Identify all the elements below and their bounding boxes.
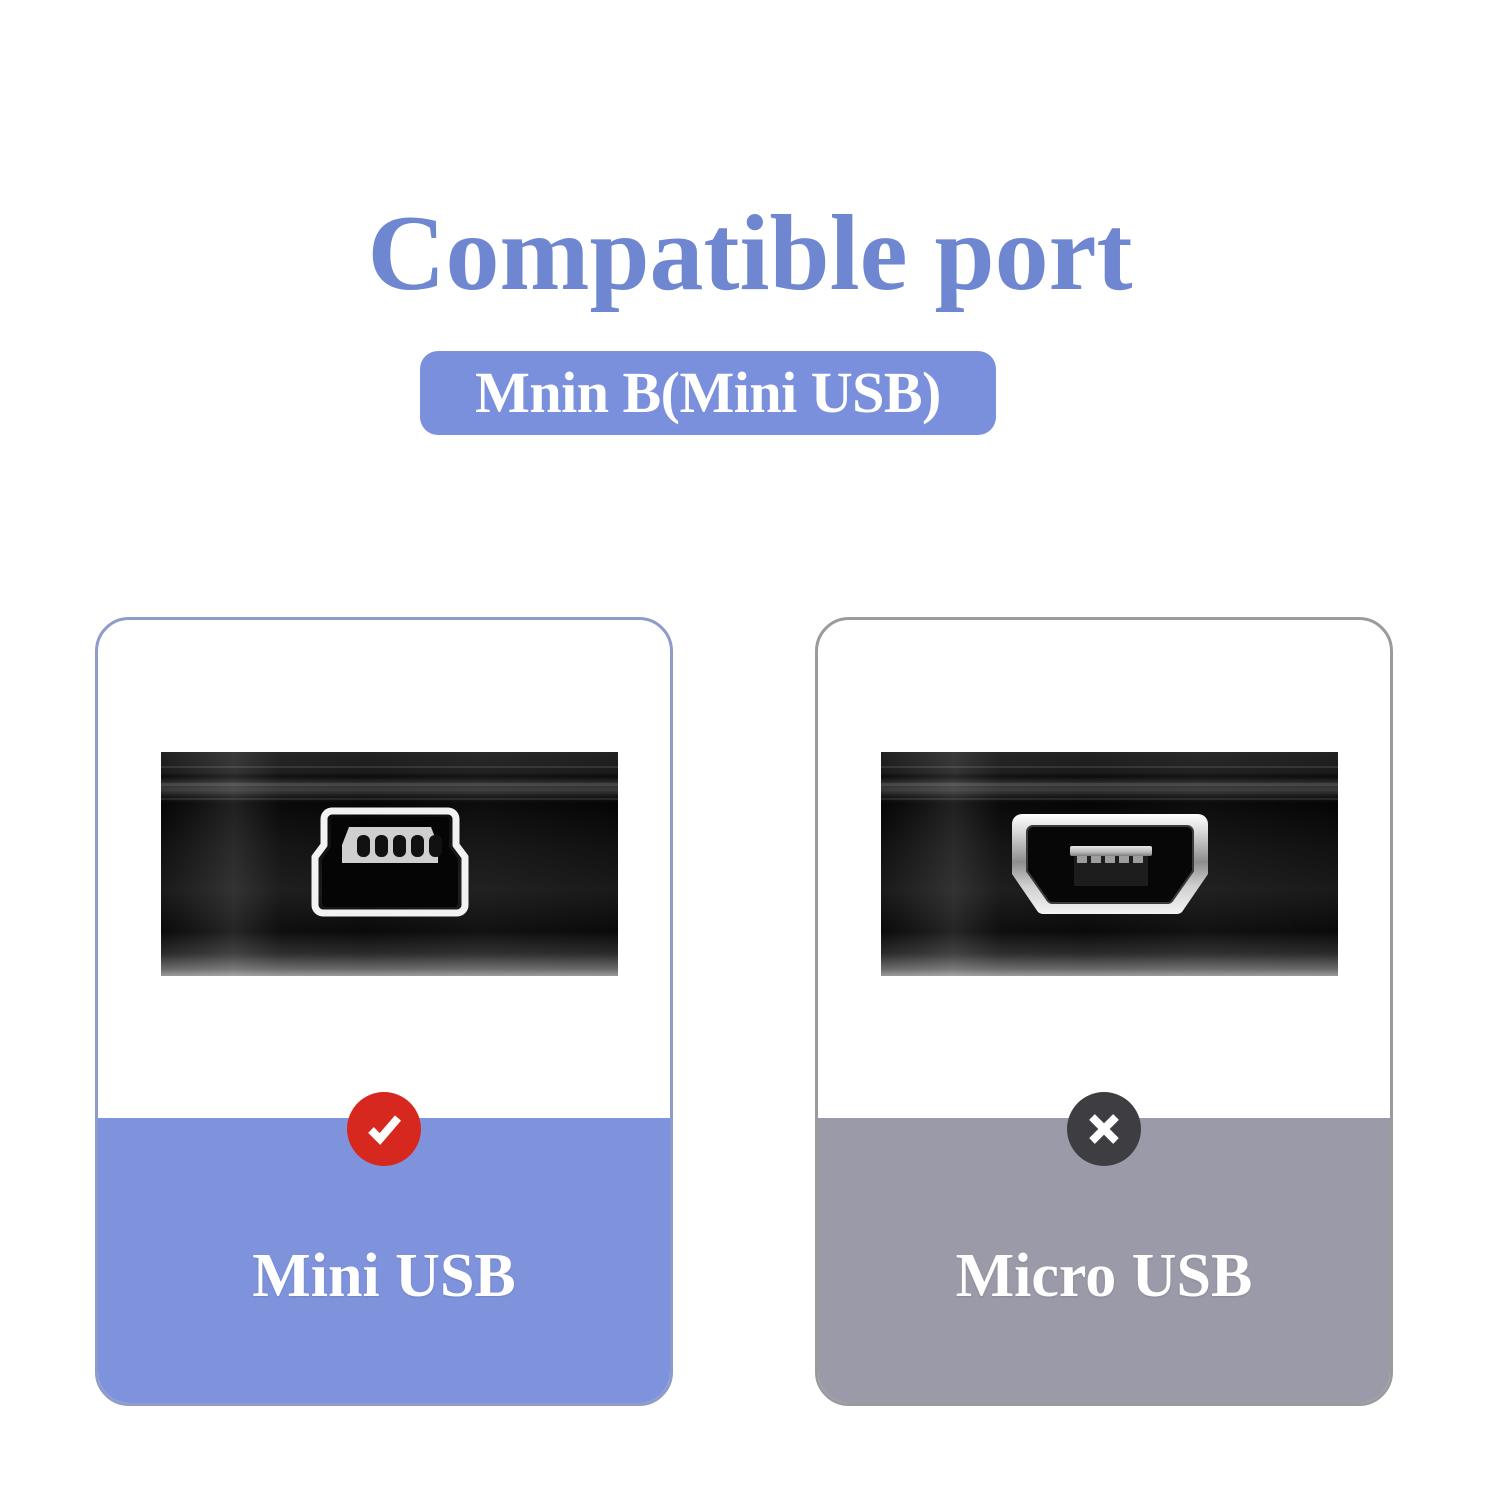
subtitle-badge-label: Mnin B(Mini USB) bbox=[475, 360, 941, 425]
micro-usb-port-photo bbox=[881, 752, 1338, 976]
check-circle-icon bbox=[347, 1092, 421, 1166]
card-label-mini-usb: Mini USB bbox=[252, 1242, 516, 1310]
check-mark-icon bbox=[368, 1115, 402, 1145]
cross-circle-icon bbox=[1067, 1092, 1141, 1166]
compatibility-card-mini-usb: Mini USB bbox=[95, 617, 673, 1406]
connector-ridge-line bbox=[881, 766, 1338, 768]
micro-usb-socket-icon bbox=[1011, 814, 1208, 915]
connector-ridge-line bbox=[881, 798, 1338, 800]
compatibility-card-micro-usb: Micro USB bbox=[815, 617, 1393, 1406]
connector-ridge-line bbox=[161, 783, 618, 786]
subtitle-badge: Mnin B(Mini USB) bbox=[420, 351, 996, 435]
card-label-micro-usb: Micro USB bbox=[955, 1242, 1253, 1310]
connector-ridge-line bbox=[161, 766, 618, 768]
mini-usb-port-photo bbox=[161, 752, 618, 976]
mini-usb-socket-icon bbox=[311, 807, 468, 917]
micro-usb-socket-wrap bbox=[881, 752, 1338, 976]
cross-mark-icon bbox=[1089, 1114, 1119, 1144]
connector-ridge-line bbox=[881, 783, 1338, 786]
mini-usb-socket-wrap bbox=[161, 752, 618, 976]
page-title: Compatible port bbox=[367, 194, 1133, 313]
connector-ridge-line bbox=[161, 798, 618, 800]
